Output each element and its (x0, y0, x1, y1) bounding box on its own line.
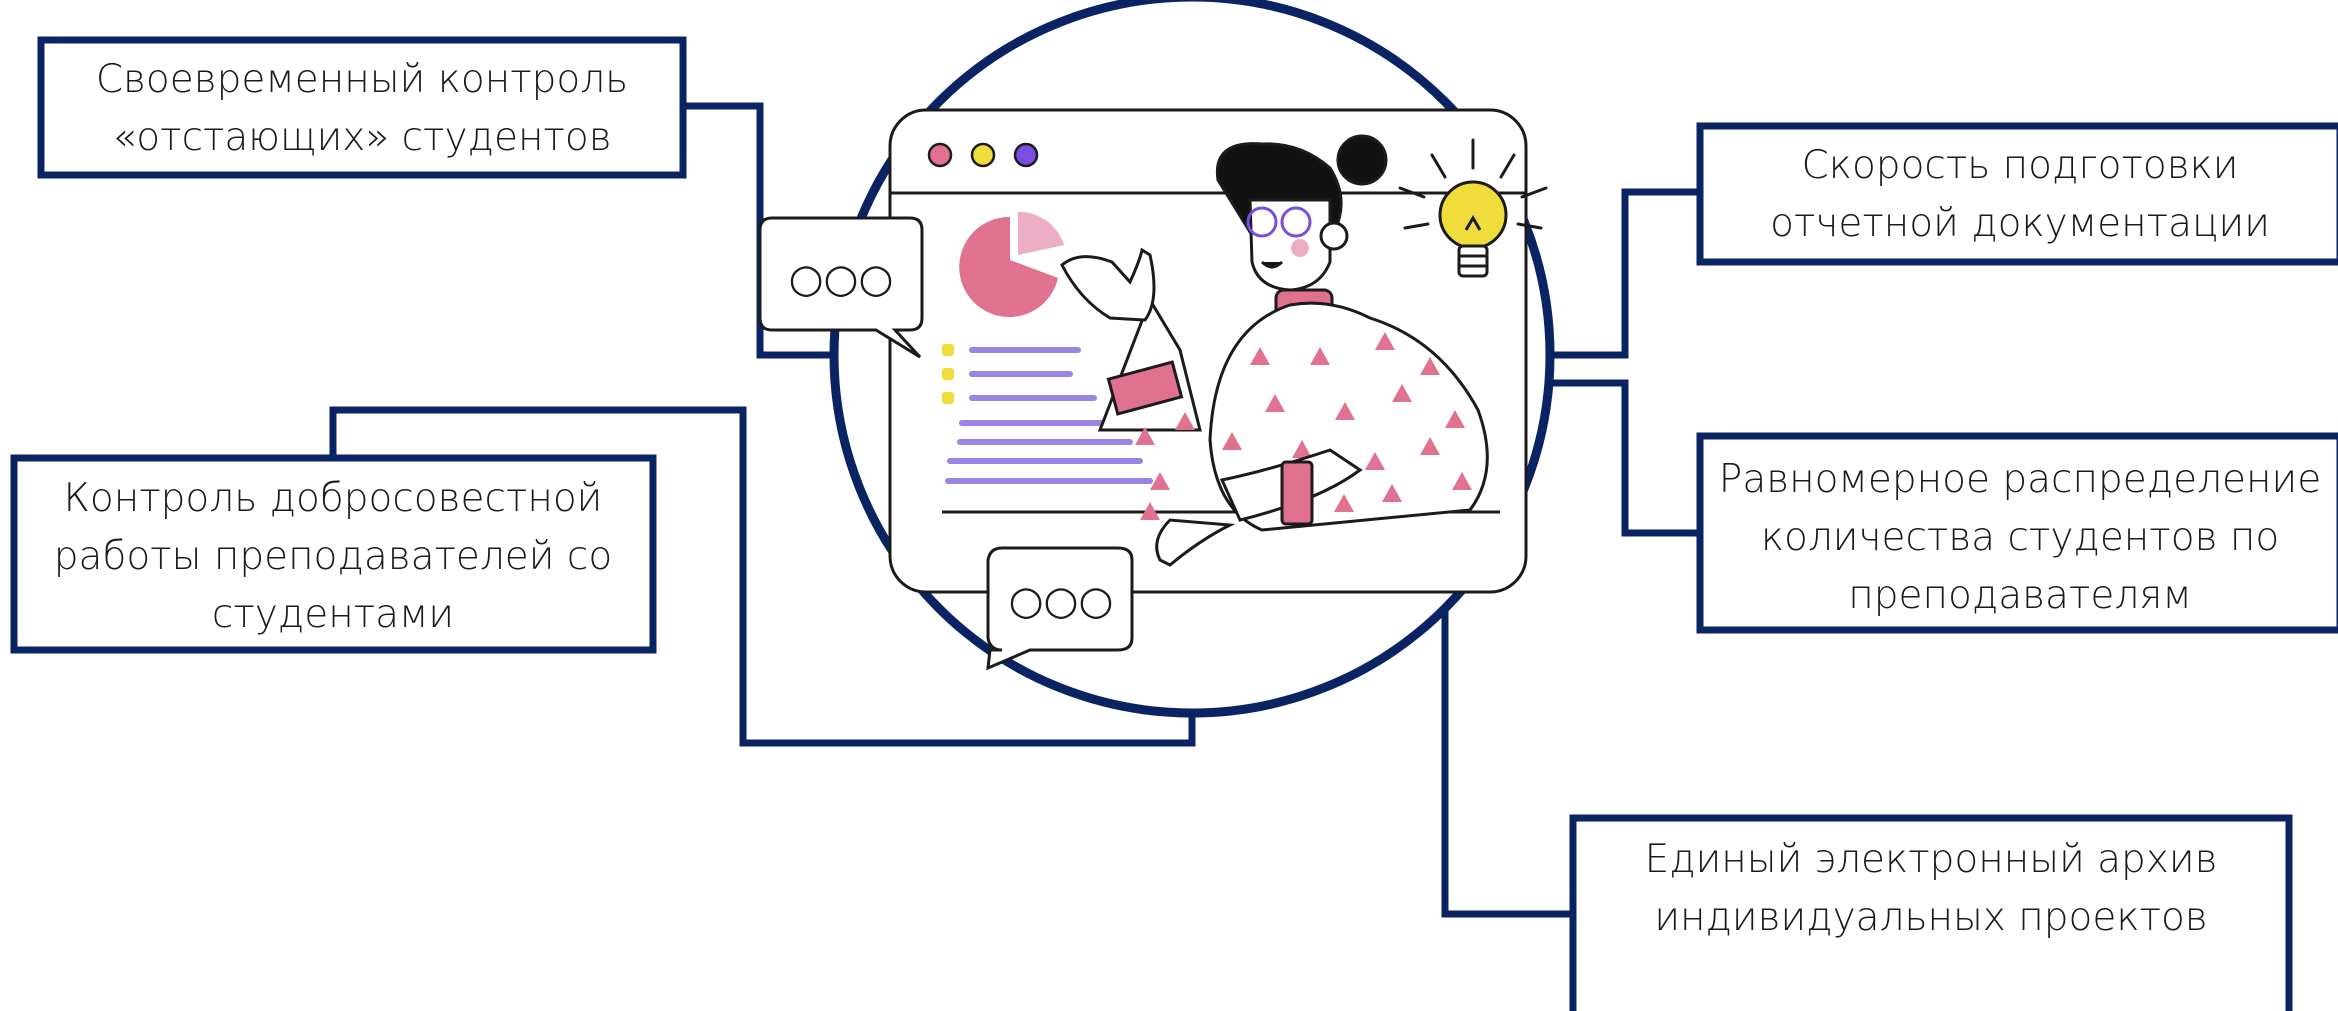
box-report-speed-line-1: Скорость подготовки (1802, 143, 2239, 188)
box-teacher-work: Контроль добросовестной работы преподава… (10, 454, 657, 654)
presenter-woman-icon (1060, 134, 1489, 567)
speech-bubble-icon: ○○○ (986, 546, 1134, 671)
box-even-distribution: Равномерное распределение количества сту… (1696, 432, 2338, 634)
box-timely-control-line-2: «отстающих» студентов (112, 115, 611, 160)
box-teacher-work-line-2: работы преподавателей со (54, 534, 612, 579)
box-report-speed: Скорость подготовки отчетной документаци… (1696, 122, 2338, 266)
box-archive-line-1: Единый электронный архив (1645, 837, 2218, 882)
box-teacher-work-line-3: студентами (212, 592, 454, 637)
bubble-dots-bottom: ○○○ (1009, 578, 1114, 624)
connector-archive (1441, 590, 1573, 918)
box-even-distribution-line-2: количества студентов по (1761, 515, 2279, 560)
list-lines (942, 344, 1153, 484)
connector-teacher-work (329, 406, 1196, 747)
connector-even-distribution (1548, 379, 1700, 537)
box-archive: Единый электронный архив индивидуальных … (1569, 814, 2293, 1011)
window-dot-pink (927, 142, 953, 168)
illustration: ○○○ ○○○ (758, 0, 1555, 718)
window-dot-yellow (970, 142, 996, 168)
speech-bubble-icon: ○○○ (758, 216, 924, 359)
box-timely-control: Своевременный контроль «отстающих» студе… (37, 36, 687, 179)
box-archive-line-2: индивидуальных проектов (1654, 895, 2207, 940)
bubble-dots-left: ○○○ (789, 256, 894, 302)
light-bulb-icon (1398, 138, 1548, 278)
box-timely-control-line-1: Своевременный контроль (96, 57, 628, 102)
box-even-distribution-line-3: преподавателям (1848, 573, 2192, 618)
window-dot-purple (1013, 142, 1039, 168)
pie-chart-icon (959, 211, 1064, 317)
box-teacher-work-line-1: Контроль добросовестной (64, 476, 603, 521)
connector-report-speed (1548, 188, 1700, 359)
box-even-distribution-line-1: Равномерное распределение (1719, 457, 2321, 502)
box-report-speed-line-2: отчетной документации (1770, 201, 2270, 246)
